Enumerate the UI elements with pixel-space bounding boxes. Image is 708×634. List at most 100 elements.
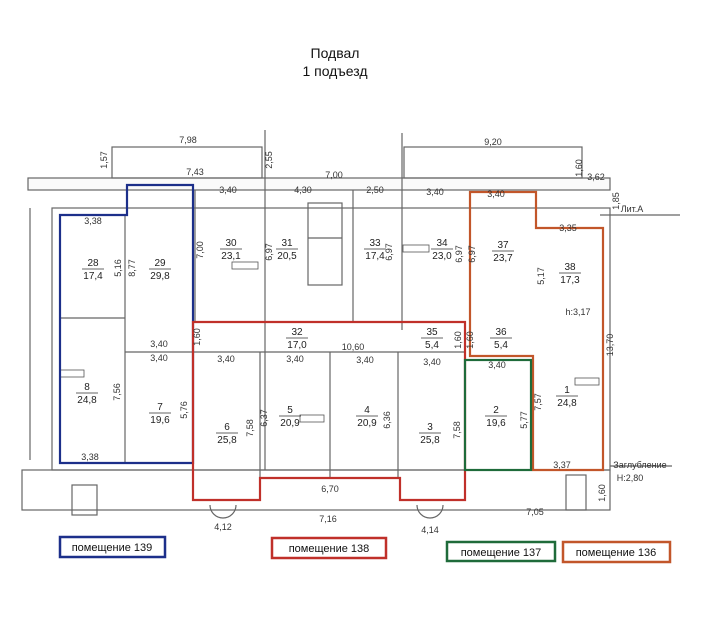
room-area: 25,8 bbox=[420, 435, 440, 446]
dimension-label: 3,40 bbox=[426, 187, 444, 197]
room-area: 17,0 bbox=[287, 340, 307, 351]
dimension-label: 3,40 bbox=[150, 353, 168, 363]
room-1: 124,8 bbox=[556, 385, 578, 409]
stair-right-top bbox=[403, 146, 583, 179]
dimension-label: Н:2,80 bbox=[617, 473, 644, 483]
room-area: 5,4 bbox=[425, 340, 439, 351]
dimension-label: 1,60 bbox=[574, 159, 584, 177]
unit-137-outline[interactable] bbox=[463, 358, 533, 472]
dimension-label: 1,60 bbox=[597, 484, 607, 502]
vent-icon bbox=[574, 377, 600, 386]
dimension-label: 3,38 bbox=[81, 452, 99, 462]
room-area: 23,1 bbox=[221, 251, 241, 262]
room-number: 36 bbox=[495, 327, 507, 338]
legend: помещение 139 помещение 138 помещение 13… bbox=[58, 535, 672, 564]
dimension-label: 3,62 bbox=[587, 172, 605, 182]
dimension-label: 7,05 bbox=[526, 507, 544, 517]
dimension-label: 6,97 bbox=[264, 243, 274, 261]
dimension-label: 6,97 bbox=[454, 245, 464, 263]
dimension-label: 6,37 bbox=[259, 409, 269, 427]
room-area: 20,9 bbox=[357, 418, 377, 429]
dimension-label: 6,97 bbox=[384, 243, 394, 261]
dimension-label: 6,70 bbox=[321, 484, 339, 494]
room-34: 34 23,0 bbox=[431, 238, 453, 262]
dimension-label: 1,60 bbox=[465, 331, 475, 349]
room-4: 420,9 bbox=[356, 405, 378, 429]
dimension-label: 1,57 bbox=[99, 151, 109, 169]
dimension-label: 5,17 bbox=[536, 267, 546, 285]
dimension-label: 7,43 bbox=[186, 167, 204, 177]
dimension-label: 7,00 bbox=[195, 241, 205, 259]
room-number: 4 bbox=[364, 405, 370, 416]
walls bbox=[21, 130, 680, 519]
room-area: 19,6 bbox=[150, 415, 170, 426]
vent-icon bbox=[59, 369, 85, 378]
plan-title: Подвал bbox=[311, 45, 360, 61]
dimension-label: 3,40 bbox=[150, 339, 168, 349]
lift-shaft bbox=[307, 202, 343, 286]
room-area: 25,8 bbox=[217, 435, 237, 446]
dimension-label: 9,20 bbox=[484, 137, 502, 147]
vent-icon bbox=[402, 244, 430, 253]
dimension-label: 3,35 bbox=[559, 223, 577, 233]
vent-icon bbox=[231, 261, 259, 270]
bottom-wall bbox=[21, 469, 611, 511]
room-area: 24,8 bbox=[77, 395, 97, 406]
dimension-label: 7,98 bbox=[179, 135, 197, 145]
room-7: 719,6 bbox=[149, 402, 171, 426]
stair-right-bottom bbox=[565, 474, 587, 511]
room-number: 6 bbox=[224, 422, 230, 433]
unit-139-outline[interactable] bbox=[58, 183, 195, 465]
legend-138-label: помещение 138 bbox=[289, 543, 370, 555]
room-number: 5 bbox=[287, 405, 293, 416]
room-35: 355,4 bbox=[421, 327, 443, 351]
stair-left-bottom bbox=[71, 484, 98, 516]
room-number: 38 bbox=[564, 262, 576, 273]
room-area: 20,9 bbox=[280, 418, 300, 429]
building-outline bbox=[51, 207, 611, 471]
porch-left bbox=[209, 504, 237, 519]
dimension-label: 2,55 bbox=[264, 151, 274, 169]
dimension-label: h:3,17 bbox=[565, 307, 590, 317]
plan-subtitle: 1 подъезд bbox=[302, 63, 367, 79]
room-2: 219,6 bbox=[485, 405, 507, 429]
room-area: 23,0 bbox=[432, 251, 452, 262]
room-number: 30 bbox=[225, 238, 237, 249]
room-5: 520,9 bbox=[279, 405, 301, 429]
room-area: 17,4 bbox=[365, 251, 385, 262]
room-labels: 2817,42929,83023,13120,53317,43423,03723… bbox=[76, 238, 581, 446]
dimension-label: 3,38 bbox=[84, 216, 102, 226]
dimension-label: 7,16 bbox=[319, 514, 337, 524]
dimension-label: 7,56 bbox=[112, 383, 122, 401]
dimension-label: 7,57 bbox=[533, 393, 543, 411]
legend-137-label: помещение 137 bbox=[461, 547, 542, 559]
dimension-label: 5,16 bbox=[113, 259, 123, 277]
legend-136-label: помещение 136 bbox=[576, 547, 657, 559]
legend-139-label: помещение 139 bbox=[72, 542, 153, 554]
dimension-label: 7,00 bbox=[325, 170, 343, 180]
room-number: 3 bbox=[427, 422, 433, 433]
dimension-label: 3,40 bbox=[219, 185, 237, 195]
dimension-label: Заглубление bbox=[613, 460, 666, 470]
dimension-label: 6,36 bbox=[382, 411, 392, 429]
dimension-label: 3,40 bbox=[286, 354, 304, 364]
room-30: 30 23,1 bbox=[220, 238, 242, 262]
unit-136-outline[interactable] bbox=[468, 190, 605, 472]
room-3: 325,8 bbox=[419, 422, 441, 446]
dimension-label: 4,14 bbox=[421, 525, 439, 535]
room-number: 34 bbox=[436, 238, 448, 249]
room-number: 31 bbox=[281, 238, 293, 249]
room-area: 23,7 bbox=[493, 253, 513, 264]
room-number: 1 bbox=[564, 385, 570, 396]
dimension-label: 3,40 bbox=[356, 355, 374, 365]
dimension-label: 3,40 bbox=[217, 354, 235, 364]
dimension-label: 3,40 bbox=[487, 189, 505, 199]
room-number: 2 bbox=[493, 405, 499, 416]
dimension-label: 3,40 bbox=[423, 357, 441, 367]
legend-136-box bbox=[561, 540, 672, 564]
room-36: 365,4 bbox=[490, 327, 512, 351]
